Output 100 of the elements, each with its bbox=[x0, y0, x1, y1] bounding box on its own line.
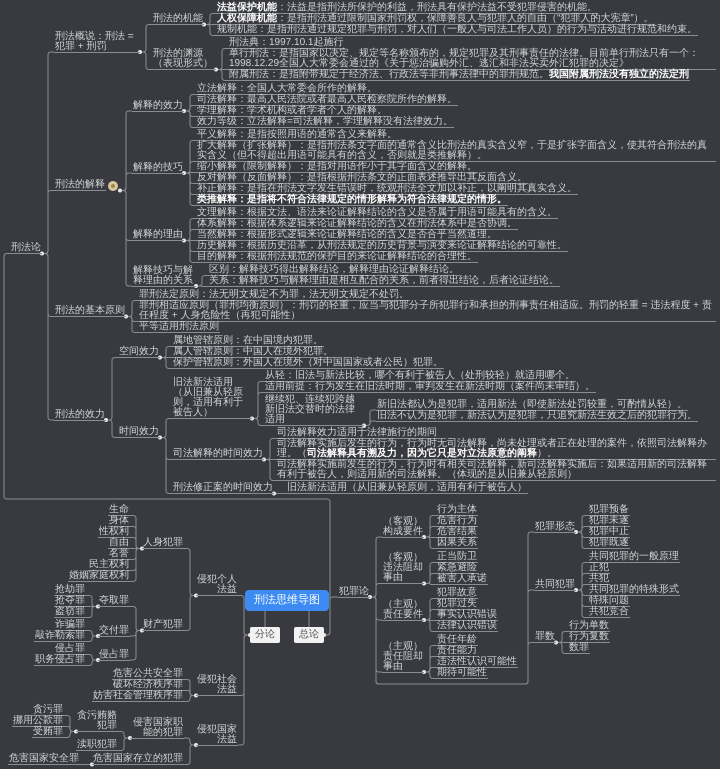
connector bbox=[264, 610, 266, 628]
topic-label: 罪刑法定原则：法无明文规定不为罪，法无明文规定不处罚。 bbox=[138, 290, 410, 301]
topic-label: 危害行为 bbox=[436, 516, 478, 527]
topic-label: 性权利 bbox=[98, 527, 130, 538]
topic-label: 破坏经济秩序罪 bbox=[112, 680, 184, 691]
main-topic: 总论 bbox=[294, 627, 324, 643]
topic-label: 时间效力 bbox=[118, 427, 160, 438]
topic-label: 附属刑法：是指附带规定于经济法、行政法等非刑事法律中的罪刑规范。我国附属刑法没有独立的法定刑 bbox=[228, 70, 690, 81]
topic-label: 刑法的解释 bbox=[54, 180, 106, 191]
topic-label: （客观）构成要件 bbox=[382, 516, 424, 538]
topic-label: 适用前提：行为发生在旧法时期，审判发生在新法时期（案件尚未审结）。 bbox=[264, 382, 596, 393]
topic-label: 文理解释：根据文法、语法来论证解释结论的含义是否属于用语可能具有的含义。 bbox=[196, 208, 558, 219]
connector bbox=[184, 595, 196, 631]
topic-label: 民主权利 bbox=[88, 560, 130, 571]
connector bbox=[424, 583, 436, 585]
topic-label: 司法解释实施前发生的行为，行为时有相关司法解释，新司法解释实施后：如果适用新的司法解释有利于被告人，则适用新的司法解释。（体现的是从旧兼从轻原则） bbox=[276, 460, 716, 481]
topic-label: 司法解释效力适用于法律施行的期间 bbox=[276, 428, 438, 439]
topic-label: 危害结果 bbox=[436, 527, 478, 538]
topic-label: 行为单数 bbox=[568, 621, 610, 632]
topic-label: 危害国家存立的犯罪 bbox=[92, 754, 184, 765]
topic-label: 旧法不认为是犯罪，新法认为是犯罪，只追究新法生效之后的犯罪行为。 bbox=[376, 410, 698, 422]
topic-label: 事实认识错误 bbox=[436, 610, 498, 621]
topic-label: 立法解释：全国人大常委会所作的解释。 bbox=[196, 84, 378, 95]
main-topic: 分论 bbox=[250, 627, 280, 643]
topic-label: 正犯 bbox=[588, 563, 610, 574]
topic-label: 区别：解释技巧得出解释结论，解释理由论证解释结论。 bbox=[208, 265, 460, 276]
topic-label: 侵占罪 bbox=[54, 644, 86, 655]
connector bbox=[118, 738, 130, 751]
topic-label: 历史解释：根据历史沿革，从刑法规定的历史背景与演变来论证解释结论的可靠性。 bbox=[196, 241, 568, 252]
topic-label: 人身犯罪 bbox=[142, 538, 184, 549]
connector bbox=[204, 24, 216, 36]
topic-label: 旧法新法适用（从旧兼从轻原则，适用有利于被告人） bbox=[172, 378, 252, 419]
topic-label: 敲诈勒索罪 bbox=[34, 631, 86, 642]
topic-label: 被害人承诺 bbox=[436, 574, 488, 585]
topic-label: 违法性认识可能性 bbox=[436, 657, 518, 668]
topic-label: 侵犯国家法益 bbox=[196, 724, 238, 746]
topic-label: 期待可能性 bbox=[436, 668, 488, 679]
connector bbox=[106, 420, 118, 438]
connector bbox=[184, 110, 196, 128]
connector bbox=[184, 695, 196, 702]
connector bbox=[160, 437, 172, 494]
topic-label: 因果关系 bbox=[436, 538, 478, 549]
topic-label: （主观）责任要件 bbox=[382, 600, 424, 620]
topic-label: 司法解释：最高人民法院或者最高人民检察院所作的解释。 bbox=[196, 95, 458, 106]
topic-label: 行为复数 bbox=[568, 632, 610, 643]
connector bbox=[86, 636, 98, 642]
topic-label: （主观）责任阻却事由 bbox=[382, 642, 424, 672]
topic-label: 从轻：旧法与新法比较，哪个有利于被告人（处刑较轻）就适用哪个。 bbox=[264, 371, 576, 382]
topic-label: 平义解释：是指按照用语的通常含义来解释。 bbox=[196, 130, 398, 141]
topic-label: 侵占罪 bbox=[98, 650, 130, 660]
topic-label: 缩小解释（限制解释）：是指对用语作小于其字面含义的解释。 bbox=[196, 162, 478, 173]
connector bbox=[308, 610, 310, 628]
connector bbox=[130, 548, 142, 582]
topic-label: 责任能力 bbox=[436, 646, 478, 657]
topic-label: 盗窃罪 bbox=[54, 607, 86, 618]
connector bbox=[184, 744, 196, 765]
connector bbox=[140, 52, 152, 70]
topic-label: 特殊问题 bbox=[588, 596, 630, 607]
topic-label: 效力等级：立法解释=司法解释，学理解释没有法律效力。 bbox=[196, 117, 454, 128]
topic-label: 共同犯罪的一般原理 bbox=[588, 552, 680, 563]
topic-label: 解释的效力 bbox=[132, 100, 184, 112]
connector bbox=[80, 764, 92, 765]
topic-label: 刑法修正案的时间效力 bbox=[172, 483, 274, 494]
topic-label: 侵犯社会法益 bbox=[196, 675, 238, 696]
connector bbox=[274, 493, 286, 494]
connector bbox=[576, 590, 588, 618]
topic-label: 受贿罪 bbox=[32, 727, 64, 738]
topic-label: 侵犯个人法益 bbox=[196, 575, 238, 596]
topic-label: 犯罪论 bbox=[338, 586, 370, 598]
connector bbox=[252, 418, 264, 426]
topic-label: 继续犯、连续犯跨越新旧法交替时的法律适用 bbox=[264, 395, 364, 426]
topic-label: 保护管辖原则：外国人在境外（对中国国家或者公民）犯罪。 bbox=[172, 358, 444, 369]
topic-label: 扩大解释（扩张解释）：是指刑法条文字面的通常含义比刑法的真实含义窄，于是扩张字面含义，使其符合刑法的真实含义（但不得超出用语可能具有的含义，否则就是类推解释）。 bbox=[196, 141, 716, 162]
central-topic: 刑法思维导图 bbox=[245, 590, 329, 611]
topic-label: 犯罪中止 bbox=[588, 527, 630, 538]
topic-label: 共犯竞合 bbox=[588, 607, 630, 618]
topic-label: 职务侵占罪 bbox=[34, 655, 86, 666]
topic-label: 正当防卫 bbox=[436, 552, 478, 563]
topic-label: 刑法论 bbox=[10, 243, 42, 254]
topic-label: 侵害国家职能的犯罪 bbox=[130, 718, 184, 738]
connector bbox=[576, 532, 588, 549]
topic-label: 类推解释：是指将不符合法律规定的情形解释为符合法律规定的情形。 bbox=[196, 195, 508, 206]
connector bbox=[364, 420, 376, 426]
topic-label: 解释的理由 bbox=[132, 230, 184, 241]
topic-label: 犯罪既遂 bbox=[588, 538, 630, 549]
topic-label: 平等适用刑法原则 bbox=[138, 322, 220, 333]
topic-label: 财产犯罪 bbox=[142, 620, 184, 631]
topic-label: 紧急避险 bbox=[436, 563, 478, 574]
topic-label: 新旧法都认为是犯罪，适用新法（即使新法处罚较重，可酌情从轻）。 bbox=[376, 400, 688, 410]
topic-label: 共同犯罪 bbox=[534, 580, 576, 590]
connector bbox=[64, 731, 76, 738]
topic-label: 挪用公款罪 bbox=[12, 716, 64, 727]
topic-label: 犯罪过失 bbox=[436, 599, 478, 610]
topic-label: 解释的技巧 bbox=[132, 162, 184, 174]
topic-label: 法律认识错误 bbox=[436, 621, 498, 632]
topic-label: 犯罪预备 bbox=[588, 505, 630, 516]
topic-label: 诈骗罪 bbox=[54, 620, 86, 631]
topic-label: 刑法的效力 bbox=[54, 410, 106, 420]
topic-label: 刑法的基本原则 bbox=[54, 306, 126, 317]
connector bbox=[216, 69, 228, 81]
